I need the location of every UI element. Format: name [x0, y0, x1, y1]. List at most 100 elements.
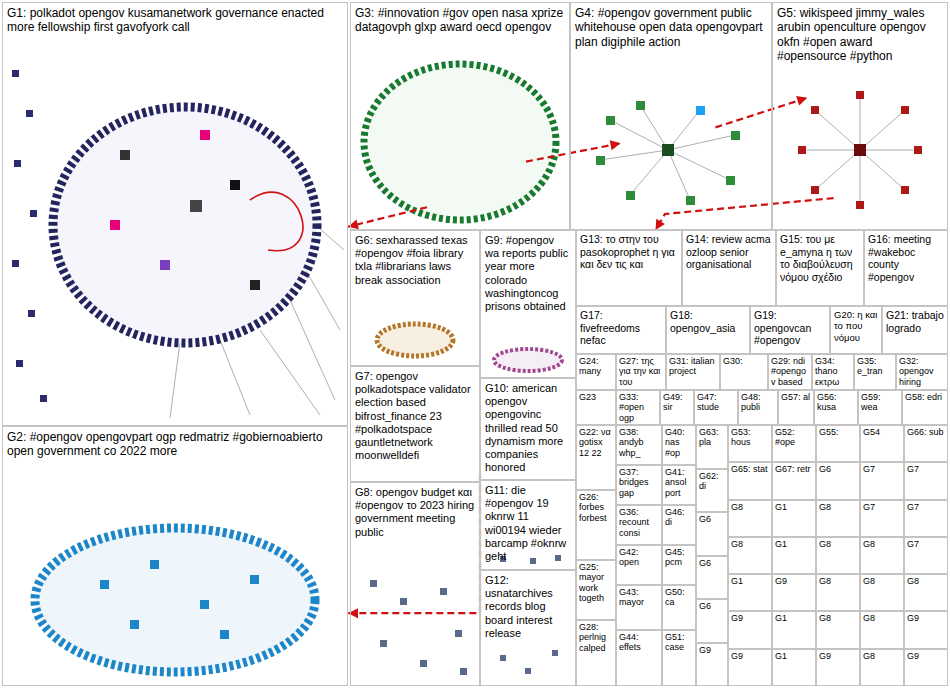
group-panel: G9	[772, 574, 816, 611]
group-label: G8	[819, 502, 857, 512]
group-label: G31: italian project	[669, 356, 717, 377]
vertex-icon	[798, 146, 806, 154]
vertex-icon	[380, 640, 387, 647]
group-panel: G34: thano εκτρω	[812, 354, 854, 390]
vertex-icon	[190, 200, 202, 212]
group-label: G7	[907, 464, 945, 474]
group-panel: G1	[728, 574, 772, 611]
group-label: G9	[699, 645, 725, 655]
group-panel: G9	[696, 643, 728, 687]
tie-line	[815, 150, 860, 190]
group-label: G27: της για την και του	[619, 356, 663, 387]
arrow-head	[610, 140, 621, 150]
group-label: G29: ndi #opengov based	[771, 356, 809, 387]
vertex-icon	[856, 201, 864, 209]
vertex-icon	[596, 156, 605, 165]
group-label: G42: open	[619, 547, 659, 568]
link-line	[526, 143, 621, 161]
group-panel: G65: stat	[728, 462, 772, 499]
group-panel: G9	[816, 649, 860, 686]
group-panel: G67: retr	[772, 462, 816, 499]
tie-line	[170, 342, 180, 418]
group-label: G5: wikispeed jimmy_wales arubin opencul…	[777, 6, 943, 64]
group-panel: G16: meeting #wakeboc county #opengov	[864, 230, 948, 306]
group-label: G4: #opengov government public whitehous…	[575, 6, 767, 49]
group-panel: G24: many	[576, 354, 616, 390]
group-panel: G9: #opengov wa reports public year more…	[480, 230, 576, 378]
group-panel: G8	[860, 537, 904, 574]
vertex-icon	[626, 191, 635, 200]
group-label: G41: ansol port	[665, 467, 693, 498]
group-panel: G31: italian project	[666, 354, 720, 390]
group-label: G43: mayor	[619, 587, 659, 608]
tie-line	[260, 330, 320, 415]
group-panel: G8: opengov budget και #opengov το 2023 …	[350, 482, 480, 686]
group-label: G48: publi	[741, 392, 775, 413]
group-label: G6	[699, 601, 725, 611]
group-panel: G11: die #opengov 19 oknrw 11 wi00194 wi…	[480, 480, 576, 570]
cluster-ring	[53, 107, 317, 343]
group-label: G6	[699, 558, 725, 568]
group-panel: G7	[904, 537, 948, 574]
group-panel: G51: case	[662, 630, 696, 686]
group-label: G49: sir	[663, 392, 691, 413]
group-panel: G8	[860, 611, 904, 648]
group-panel: G26: forbes forbest	[576, 490, 616, 560]
group-label: G44: effets	[619, 632, 659, 653]
group-label: G67: retr	[775, 464, 813, 474]
vertex-icon	[726, 176, 735, 185]
group-panel: G40: nas #op	[662, 425, 696, 465]
group-panel: G36: recount consi	[616, 505, 662, 545]
group-label: G6	[819, 464, 857, 474]
group-label: G2: #opengov opengovpart ogp redmatriz #…	[7, 430, 343, 459]
vertex-icon	[606, 116, 615, 125]
group-panel: G8	[860, 574, 904, 611]
cluster-ring	[364, 64, 556, 220]
group-panel: G62: di	[696, 469, 728, 513]
tie-line	[640, 105, 668, 150]
vertex-icon	[26, 110, 33, 117]
group-panel: G1	[772, 649, 816, 686]
group-label: G65: stat	[731, 464, 769, 474]
group-panel: G66: sub	[904, 425, 948, 462]
vertex-icon	[686, 196, 695, 205]
group-label: G37: bridges gap	[619, 467, 659, 498]
group-label: G16: meeting #wakeboc county #opengov	[868, 233, 944, 283]
group-label: G40: nas #op	[665, 427, 693, 458]
group-panel: G10: american opengov opengovinc thrille…	[480, 378, 576, 480]
group-label: G54	[863, 427, 901, 437]
tie-line	[802, 150, 860, 151]
group-link-arrow	[348, 474, 480, 618]
cluster-ring	[35, 528, 315, 672]
group-panel: G7	[860, 500, 904, 537]
group-panel: G20: η και το που νόμου	[830, 306, 882, 354]
vertex-icon	[110, 220, 120, 230]
link-line	[348, 207, 427, 227]
group-label: G6	[699, 514, 725, 524]
group-panel: G44: effets	[616, 630, 662, 686]
group-panel: G8	[816, 537, 860, 574]
group-label: G8: opengov budget και #opengov το 2023 …	[355, 486, 475, 539]
group-panel: G58: edri	[902, 390, 948, 425]
group-panel: G22: να gotisx 12 22	[576, 425, 616, 490]
group-label: G19: opengovcan #opengov	[754, 309, 826, 347]
group-panel: G48: publi	[738, 390, 778, 425]
group-panel: G8	[728, 500, 772, 537]
group-label: G9	[907, 651, 945, 661]
group-panel: G7: opengov polkadotspace validator elec…	[350, 366, 480, 482]
tie-line	[630, 150, 668, 195]
group-panel: G1: polkadot opengov kusamanetwork gover…	[2, 2, 348, 426]
group-panel: G27: της για την και του	[616, 354, 666, 390]
tie-line	[860, 150, 905, 190]
group-panel: G8	[816, 611, 860, 648]
vertex-icon	[811, 186, 819, 194]
group-panel: G1	[772, 611, 816, 648]
vertex-icon	[555, 555, 561, 561]
group-label: G36: recount consi	[619, 507, 659, 538]
vertex-icon	[901, 106, 909, 114]
group-panel: G8	[860, 649, 904, 686]
group-label: G18: opengov_asia	[670, 309, 746, 334]
group-panel: G18: opengov_asia	[666, 306, 750, 354]
group-panel: G23	[576, 390, 616, 425]
